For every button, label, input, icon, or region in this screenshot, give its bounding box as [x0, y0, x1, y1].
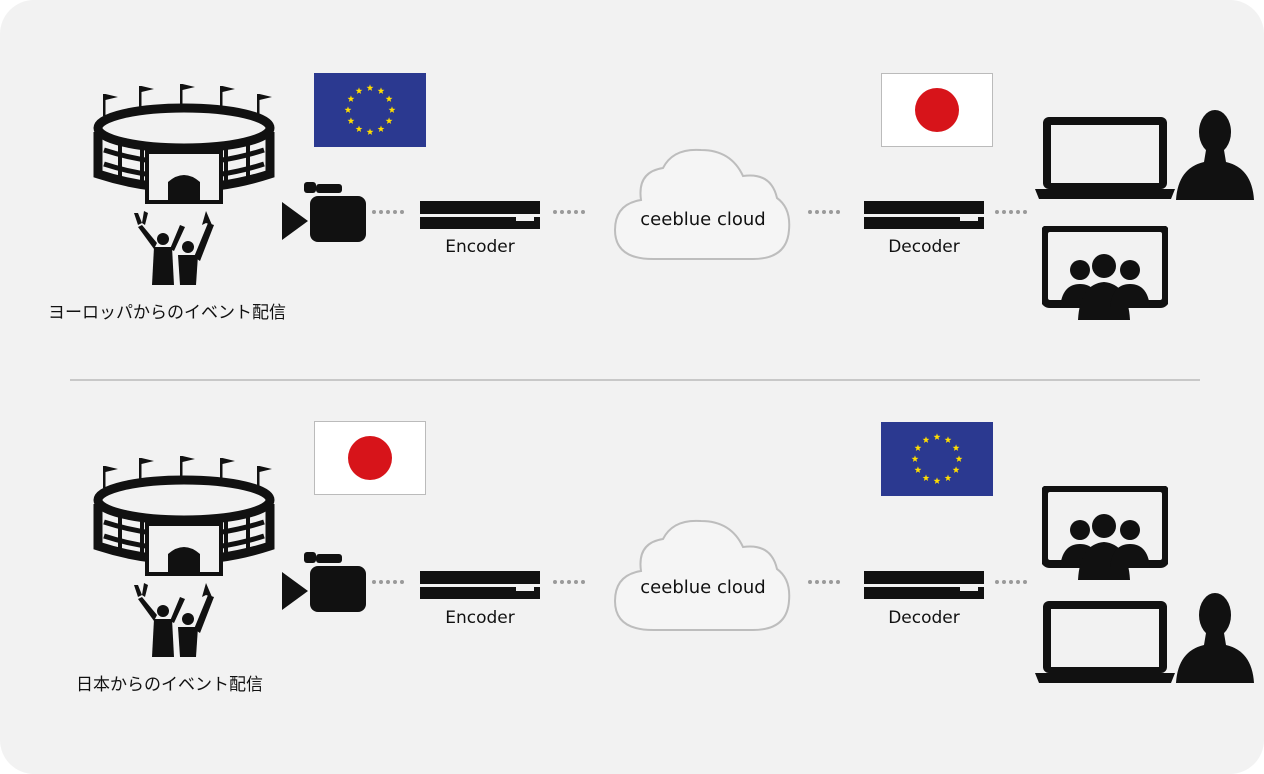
row-divider: [70, 379, 1200, 381]
decoder-label: Decoder: [888, 237, 960, 257]
source-caption: ヨーロッパからのイベント配信: [48, 303, 286, 323]
eu-star-icon: [385, 95, 393, 102]
eu-star-icon: [944, 436, 952, 443]
eu-star-icon: [914, 444, 922, 451]
row-japan-to-europe: 日本からのイベント配信 Encoder ceeblue cloud: [0, 372, 1264, 742]
video-camera-icon: [282, 182, 366, 242]
connector-dots: [995, 580, 1027, 584]
eu-star-icon: [955, 455, 963, 462]
eu-flag-icon: [314, 73, 426, 147]
eu-star-icon: [922, 474, 930, 481]
decoder-device-icon: [864, 571, 984, 599]
fans-icon: [134, 211, 214, 285]
eu-star-icon: [347, 95, 355, 102]
person-icon: [1176, 110, 1254, 200]
eu-star-icon: [355, 87, 363, 94]
connector-dots: [995, 210, 1027, 214]
connector-dots: [372, 210, 404, 214]
eu-star-icon: [952, 444, 960, 451]
connector-dots: [553, 580, 585, 584]
row-europe-to-japan: ヨーロッパからのイベント配信 Encoder: [0, 0, 1264, 370]
eu-star-icon: [944, 474, 952, 481]
cloud-icon: [613, 519, 791, 631]
encoder-label: Encoder: [445, 608, 515, 628]
cloud-label: ceeblue cloud: [640, 577, 766, 598]
laptop-icon: [1035, 117, 1175, 199]
eu-star-icon: [344, 106, 352, 113]
eu-star-icon: [914, 466, 922, 473]
cloud-icon: [613, 148, 791, 260]
eu-star-icon: [366, 128, 374, 135]
fans-icon: [134, 583, 214, 657]
laptop-icon: [1035, 601, 1175, 683]
screen-audience-icon: [1042, 226, 1168, 320]
connector-dots: [808, 580, 840, 584]
screen-audience-icon: [1042, 486, 1168, 580]
eu-star-icon: [355, 125, 363, 132]
connector-dots: [808, 210, 840, 214]
eu-star-icon: [922, 436, 930, 443]
eu-star-icon: [933, 477, 941, 484]
connector-dots: [553, 210, 585, 214]
eu-star-icon: [385, 117, 393, 124]
video-camera-icon: [282, 552, 366, 612]
japan-flag-icon: [881, 73, 993, 147]
eu-star-icon: [952, 466, 960, 473]
decoder-label: Decoder: [888, 608, 960, 628]
decoder-device-icon: [864, 201, 984, 229]
person-icon: [1176, 593, 1254, 683]
connector-dots: [372, 580, 404, 584]
cloud-label: ceeblue cloud: [640, 209, 766, 230]
eu-star-icon: [933, 433, 941, 440]
source-caption: 日本からのイベント配信: [76, 675, 263, 695]
eu-star-icon: [377, 125, 385, 132]
encoder-device-icon: [420, 201, 540, 229]
stadium-icon: [93, 456, 275, 576]
stadium-icon: [93, 84, 275, 204]
encoder-label: Encoder: [445, 237, 515, 257]
encoder-device-icon: [420, 571, 540, 599]
eu-star-icon: [911, 455, 919, 462]
eu-star-icon: [377, 87, 385, 94]
eu-star-icon: [366, 84, 374, 91]
eu-flag-icon: [881, 422, 993, 496]
japan-flag-icon: [314, 421, 426, 495]
eu-star-icon: [388, 106, 396, 113]
eu-star-icon: [347, 117, 355, 124]
